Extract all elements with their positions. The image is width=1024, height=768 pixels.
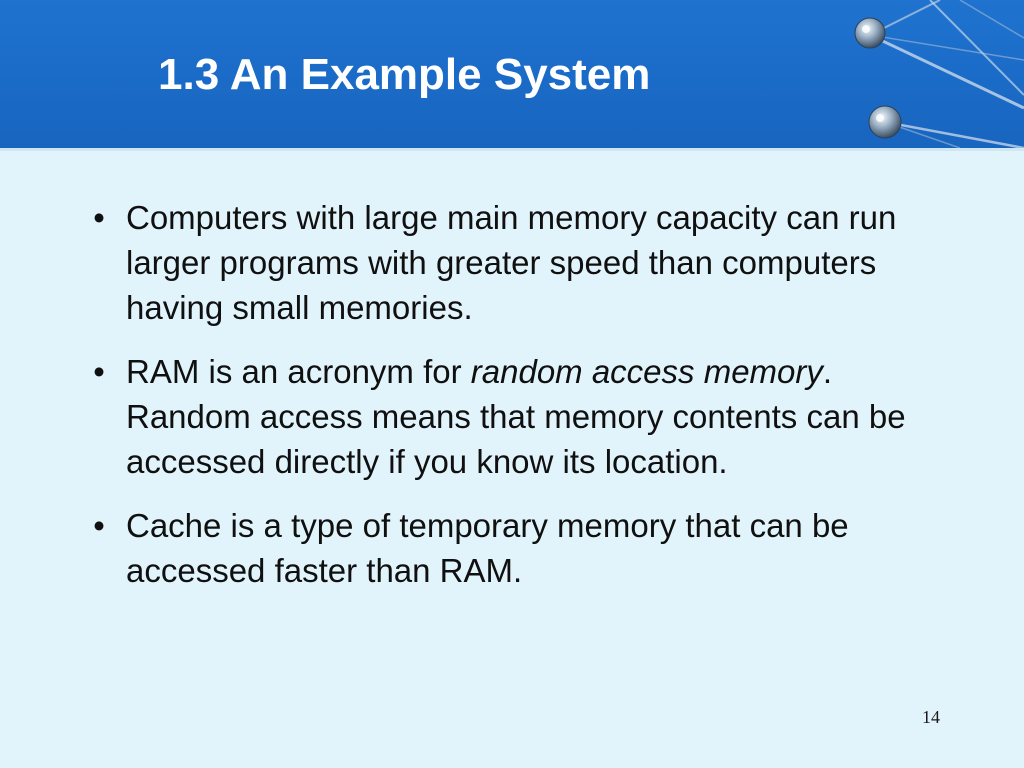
bullet-list: • Computers with large main memory capac… xyxy=(84,195,964,612)
bullet-item: • Computers with large main memory capac… xyxy=(84,195,964,330)
page-number: 14 xyxy=(922,707,940,727)
slide-header-banner: 1.3 An Example System xyxy=(0,0,1024,148)
header-divider xyxy=(0,148,1024,151)
bullet-text-after: . Random access means that memory conten… xyxy=(126,353,906,480)
bullet-text: Computers with large main memory capacit… xyxy=(126,199,897,326)
bullet-item: • RAM is an acronym for random access me… xyxy=(84,349,964,484)
bullet-text-before: RAM is an acronym for xyxy=(126,353,471,390)
bullet-emphasis: random access memory xyxy=(470,353,823,390)
slide-title: 1.3 An Example System xyxy=(158,50,651,99)
bullet-dot-icon: • xyxy=(93,353,105,390)
pin-network-icon xyxy=(854,0,1024,148)
bullet-dot-icon: • xyxy=(93,199,105,236)
bullet-item: • Cache is a type of temporary memory th… xyxy=(84,503,964,593)
bullet-dot-icon: • xyxy=(93,507,105,544)
bullet-text: Cache is a type of temporary memory that… xyxy=(126,507,849,589)
